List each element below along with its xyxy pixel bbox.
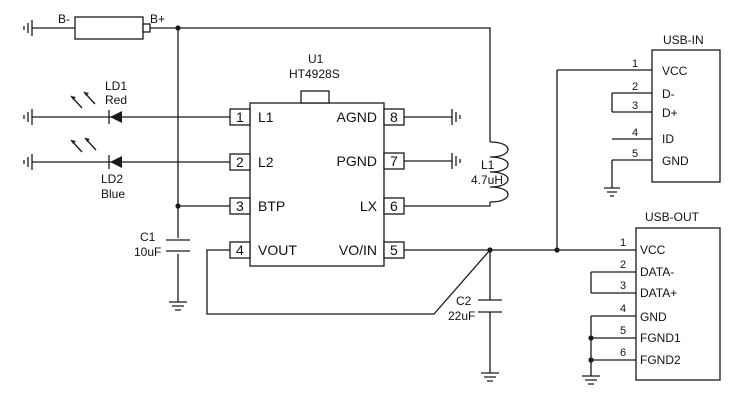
usb-out-pin-5-num: 5: [620, 325, 626, 337]
usb-in-pin-4-num: 4: [632, 127, 638, 139]
c1-value: 10uF: [134, 245, 161, 259]
ic-pin-1-num: 1: [236, 109, 244, 125]
usb-out-pin-2-num: 2: [620, 259, 626, 271]
usb-out-connector: USB-OUT 1 2 3 4 5 6 VCC DATA- DATA+ GND …: [620, 210, 721, 381]
ic-pin-4-num: 4: [236, 242, 244, 258]
ic-ref: U1: [308, 52, 324, 66]
ic-u1: U1 HT4928S 1 2 3 4 L1 L2 BTP VOUT 8 7 6 …: [229, 52, 405, 267]
usb-in-pin-3-num: 3: [632, 100, 638, 112]
ic-pin-3-name: BTP: [258, 198, 285, 214]
usb-out-pin-2-name: DATA-: [640, 265, 674, 279]
usb-out-pin-6-name: FGND2: [640, 353, 681, 367]
ic-pin-7-num: 7: [390, 153, 398, 169]
led-ld1-color: Red: [105, 93, 127, 107]
usb-in-pin-3-name: D+: [662, 106, 678, 120]
usb-in-pin-4-name: ID: [662, 132, 674, 146]
usb-out-pin-4-num: 4: [620, 303, 626, 315]
usb-in-pin-1-num: 1: [632, 58, 638, 70]
battery: B- B+: [58, 12, 165, 40]
inductor-l1: L1 4.7uH: [471, 141, 509, 203]
usb-in-pin-5-name: GND: [662, 154, 689, 168]
ic-pin-2-name: L2: [258, 154, 274, 170]
ic-pin-6-name: LX: [360, 198, 378, 214]
usb-out-pin-3-num: 3: [620, 280, 626, 292]
ic-pin-5-name: VO/IN: [339, 242, 377, 258]
ic-pin-8-name: AGND: [337, 109, 377, 125]
usb-out-pin-5-name: FGND1: [640, 331, 681, 345]
ic-pin-2-num: 2: [236, 154, 244, 170]
junctions: [175, 25, 594, 363]
usb-out-pin-1-num: 1: [620, 237, 626, 249]
l1-value: 4.7uH: [471, 173, 503, 187]
led-ld1: LD1 Red: [70, 79, 127, 124]
ground-icon: [23, 20, 33, 36]
c2-ref: C2: [456, 294, 472, 308]
led-ld2-color: Blue: [101, 187, 125, 201]
usb-in-title: USB-IN: [663, 33, 704, 47]
ic-pin-1-name: L1: [258, 109, 274, 125]
ic-pin-4-name: VOUT: [258, 242, 297, 258]
usb-in-pin-2-name: D-: [662, 87, 675, 101]
l1-ref: L1: [481, 158, 495, 172]
ground-icon: [23, 109, 33, 125]
ic-part: HT4928S: [289, 67, 340, 81]
usb-out-pin-3-name: DATA+: [640, 286, 677, 300]
ground-icon: [451, 153, 461, 169]
battery-pos-label: B+: [150, 12, 165, 26]
c2-value: 22uF: [448, 309, 475, 323]
led-ld1-ref: LD1: [105, 79, 127, 93]
ground-symbols: [23, 20, 620, 385]
wires: [32, 27, 652, 376]
ground-icon: [169, 301, 187, 311]
capacitor-c2: C2 22uF: [448, 294, 502, 323]
ground-icon: [23, 154, 33, 170]
ic-pin-6-num: 6: [390, 198, 398, 214]
usb-out-pin-1-name: VCC: [640, 243, 666, 257]
ic-pin-7-name: PGND: [337, 153, 377, 169]
led-ld2: LD2 Blue: [70, 137, 125, 201]
ground-icon: [604, 187, 620, 197]
usb-in-pin-2-num: 2: [632, 81, 638, 93]
ic-pin-8-num: 8: [390, 109, 398, 125]
usb-in-pin-5-num: 5: [632, 148, 638, 160]
usb-in-pin-1-name: VCC: [662, 64, 688, 78]
ic-pin-3-num: 3: [236, 198, 244, 214]
usb-out-pin-6-num: 6: [620, 347, 626, 359]
ground-icon: [481, 372, 499, 382]
ground-icon: [582, 375, 600, 385]
ground-icon: [451, 109, 461, 125]
usb-out-pin-4-name: GND: [640, 310, 667, 324]
usb-out-title: USB-OUT: [645, 210, 700, 224]
c1-ref: C1: [140, 230, 156, 244]
ic-pin-5-num: 5: [390, 242, 398, 258]
capacitor-c1: C1 10uF: [134, 230, 190, 259]
usb-in-connector: USB-IN 1 2 3 4 5 VCC D- D+ ID GND: [632, 33, 721, 183]
battery-neg-label: B-: [58, 12, 70, 26]
led-ld2-ref: LD2: [101, 172, 123, 186]
